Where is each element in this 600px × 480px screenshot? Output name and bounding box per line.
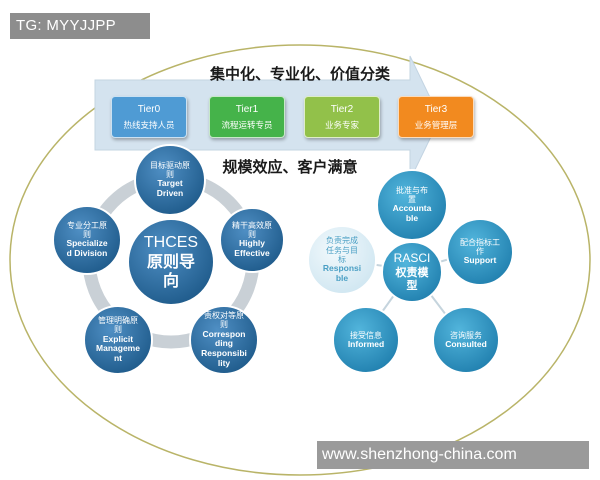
tier-box-3: Tier3 业务管理层 <box>398 96 474 138</box>
node-label-en: Target Driven <box>156 178 184 199</box>
watermark-url: www.shenzhong-china.com <box>317 441 589 469</box>
tier-name: Tier2 <box>330 104 354 115</box>
overlay-tag: TG: MYYJJPP <box>10 13 150 39</box>
thces-center-cn: 原则导 向 <box>146 252 195 291</box>
rasci-center-circle <box>381 241 443 303</box>
rasci-node-circle-responsible <box>307 225 377 295</box>
rasci-node-circle-support <box>446 218 514 286</box>
node-label-en: Explicit Manageme nt <box>96 333 140 364</box>
tier-box-0: Tier0 热线支持人员 <box>111 96 187 138</box>
node-label-cn: 接受信息 <box>350 330 382 340</box>
rasci-center-en: RASCI <box>393 250 431 265</box>
tier-box-1: Tier1 流程运转专员 <box>209 96 285 138</box>
thces-node-circle-target <box>134 144 206 216</box>
tier-box-2: Tier2 业务专家 <box>304 96 380 138</box>
node-label-en: Correspon ding Responsibi lity <box>201 328 247 368</box>
thces-node-division: 专业分工原 则 Specialize d Division <box>53 212 121 268</box>
node-label-cn: 负责完成 任务与目 标 <box>326 236 358 264</box>
thces-node-responsibility: 责权对等原 则 Correspon ding Responsibi lity <box>190 306 258 374</box>
rasci-center: RASCI 权责模 型 <box>382 248 442 296</box>
rasci-node-circle-informed <box>332 306 400 374</box>
node-label-cn: 精干高效原 则 <box>232 221 272 240</box>
rasci-node-circle-accountable <box>376 169 448 241</box>
node-label-en: Specialize d Division <box>66 238 108 259</box>
node-label-cn: 专业分工原 则 <box>67 221 107 240</box>
node-label-cn: 管理明确原 则 <box>98 316 138 335</box>
thces-center-en: THCES <box>143 233 199 251</box>
tier-desc: 热线支持人员 <box>123 121 175 131</box>
thces-center-circle <box>127 218 215 306</box>
node-label-en: Informed <box>347 338 385 349</box>
tier-desc: 业务管理层 <box>414 121 458 131</box>
node-label-cn: 目标驱动原 则 <box>150 161 190 180</box>
rasci-node-circle-consulted <box>432 306 500 374</box>
rasci-node-informed: 接受信息 Informed <box>333 322 399 358</box>
tier-desc: 流程运转专员 <box>221 121 273 131</box>
rasci-node-support: 配合指标工 作 Support <box>446 230 514 274</box>
tier-name: Tier1 <box>235 104 259 115</box>
thces-node-target: 目标驱动原 则 Target Driven <box>135 152 205 208</box>
node-label-en: Highly Effective <box>234 238 270 259</box>
node-label-en: Responsi ble <box>322 263 362 283</box>
thces-node-explicit: 管理明确原 则 Explicit Manageme nt <box>84 312 152 368</box>
thces-node-effective: 精干高效原 则 Highly Effective <box>220 212 284 268</box>
node-label-cn: 责权对等原 则 <box>204 311 244 330</box>
rasci-node-consulted: 咨询服务 Consulted <box>433 322 499 358</box>
node-label-en: Consulted <box>445 338 487 349</box>
node-label-en: Support <box>463 255 497 266</box>
outer-ellipse <box>9 44 591 476</box>
tier-desc: 业务专家 <box>324 121 359 131</box>
thces-node-circle-effective <box>219 207 285 273</box>
banner-title: 集中化、专业化、价值分类 <box>209 65 390 83</box>
rasci-node-accountable: 批准与布 置 Accounta ble <box>377 178 447 232</box>
node-label-cn: 咨询服务 <box>450 330 482 340</box>
tier-name: Tier0 <box>137 104 161 115</box>
rasci-node-responsible: 负责完成 任务与目 标 Responsi ble <box>308 228 376 292</box>
node-label-cn: 批准与布 置 <box>396 186 428 205</box>
thces-node-circle-explicit <box>83 305 153 375</box>
thces-center: THCES 原则导 向 <box>128 222 214 302</box>
rasci-center-cn: 权责模 型 <box>395 265 429 292</box>
banner-subtitle: 规模效应、客户满意 <box>222 158 358 176</box>
thces-node-circle-division <box>52 205 122 275</box>
tier-name: Tier3 <box>424 104 448 115</box>
node-label-en: Accounta ble <box>392 203 432 224</box>
thces-node-circle-responsibility <box>189 305 259 375</box>
node-label-cn: 配合指标工 作 <box>460 237 500 257</box>
